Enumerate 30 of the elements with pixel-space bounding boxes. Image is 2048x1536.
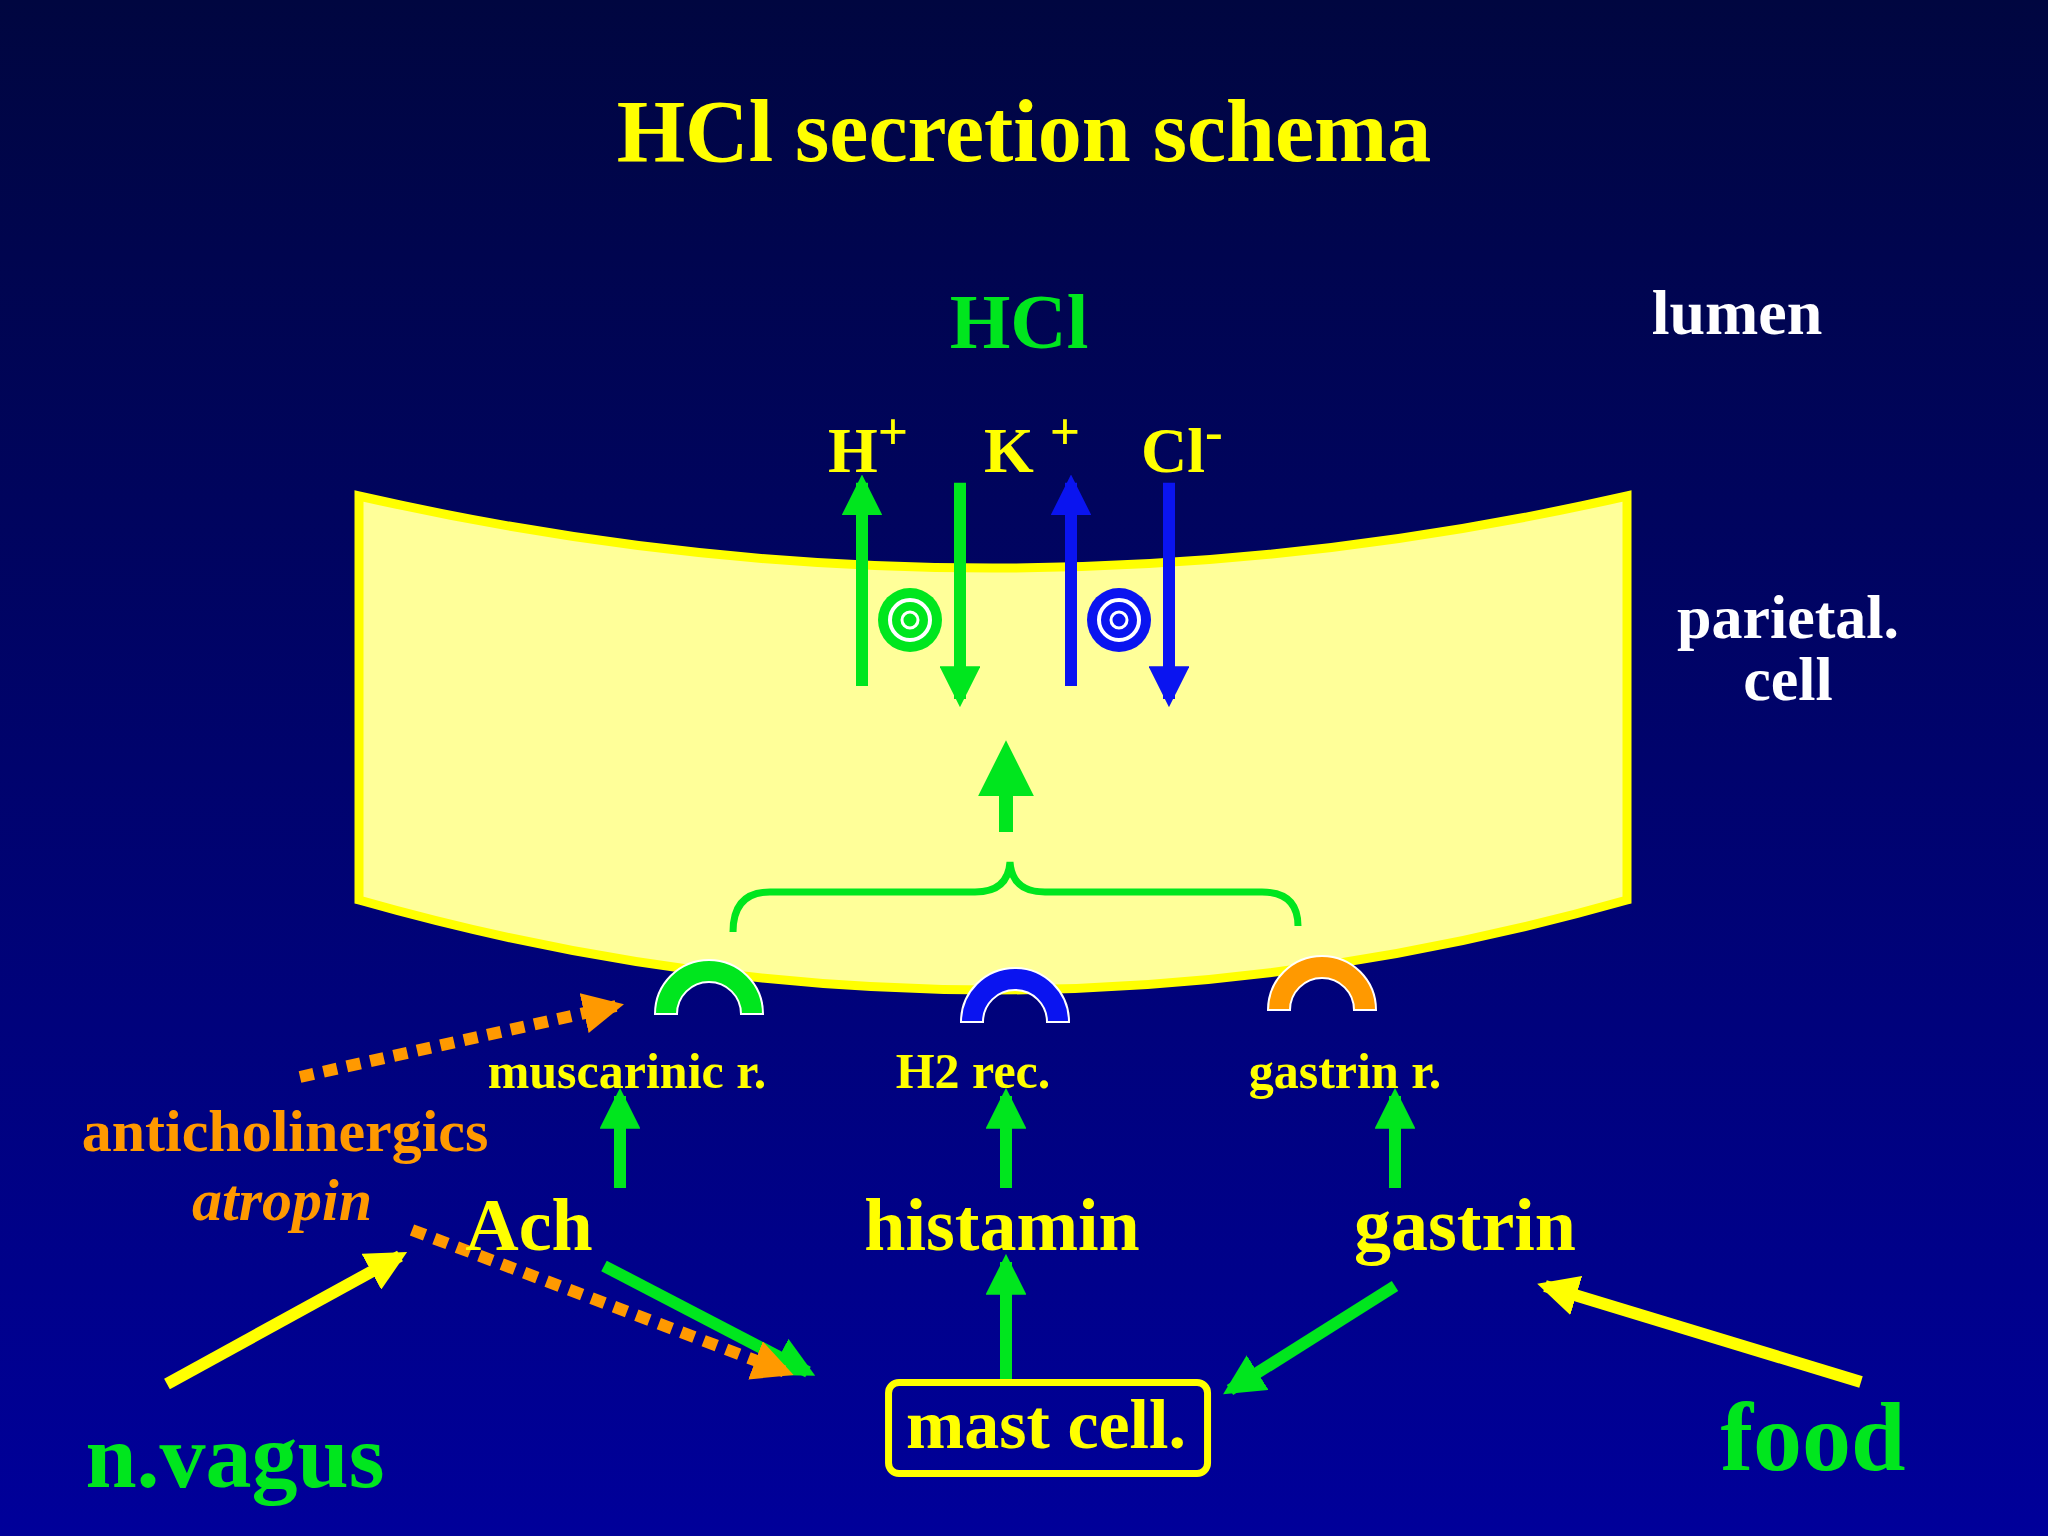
- stimulus-label: food: [1720, 1388, 1906, 1486]
- ion-label: Cl$^{-}$: [1141, 405, 1223, 483]
- arrow: [939, 482, 981, 708]
- arrow: [1537, 1275, 1863, 1388]
- arrow: [1374, 1087, 1416, 1188]
- arrow: [841, 474, 883, 686]
- ion-label: K $^{+}$: [983, 405, 1081, 483]
- ion-label: H$^{+}$: [827, 405, 909, 483]
- heading: HCl: [949, 283, 1089, 361]
- arrow: [601, 1260, 816, 1378]
- arrow: [985, 1253, 1027, 1379]
- arrow: [985, 1087, 1027, 1188]
- arrow: [409, 1224, 794, 1380]
- title: HCl secretion schema: [616, 88, 1432, 176]
- receptor-icon: [957, 964, 1073, 1026]
- region-label: lumen: [1651, 281, 1823, 345]
- arrow: [164, 1250, 408, 1390]
- receptor-icon: [651, 956, 767, 1018]
- substance-label: histamin: [864, 1188, 1140, 1262]
- receptor-label: H2 rec.: [895, 1046, 1051, 1096]
- arrow: [1050, 474, 1092, 686]
- substance-label: Ach: [465, 1188, 593, 1262]
- cell-box: mast cell.: [885, 1379, 1211, 1477]
- receptor-icon: [1264, 952, 1380, 1014]
- arrow: [599, 1087, 641, 1188]
- arrow: [1148, 482, 1190, 708]
- arrow: [1223, 1280, 1399, 1396]
- cell-caption: parietal. cell: [1675, 586, 1901, 710]
- receptor-label: muscarinic r.: [487, 1046, 767, 1096]
- arrow: [298, 993, 624, 1083]
